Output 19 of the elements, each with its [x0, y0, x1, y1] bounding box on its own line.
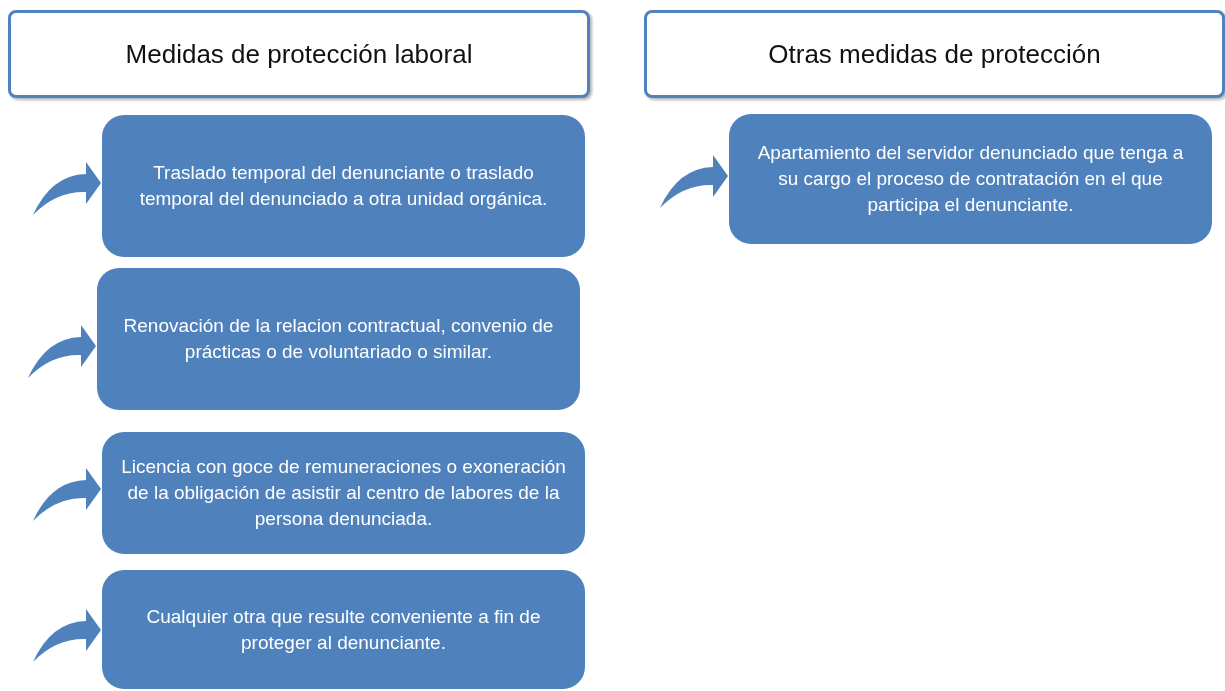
measure-text: Licencia con goce de remuneraciones o exoneración de la obligación de asistir al centro de labores de la persona denunciada. [120, 455, 567, 531]
curved-arrow [33, 468, 101, 521]
curved-arrow [28, 325, 96, 378]
measure-box [97, 268, 580, 410]
heading-box [644, 10, 1225, 98]
measure-box [102, 432, 585, 554]
heading-text: Medidas de protección laboral [125, 37, 473, 71]
measure-box [102, 570, 585, 689]
curved-arrow [660, 155, 728, 208]
curved-arrow [33, 162, 101, 215]
measure-text: Renovación de la relacion contractual, convenio de prácticas o de voluntariado o similar. [122, 314, 555, 364]
measure-text: Traslado temporal del denunciante o traslado temporal del denunciado a otra unidad orgánica. [138, 161, 549, 211]
measure-text: Cualquier otra que resulte conveniente a fin de proteger al denunciante. [145, 604, 542, 655]
curved-arrow [33, 609, 101, 662]
measure-box [729, 114, 1212, 244]
heading-box [8, 10, 590, 98]
heading-text: Otras medidas de protección [768, 37, 1101, 71]
measure-text: Apartamiento del servidor denunciado que tenga a su cargo el proceso de contratación en el que participa el denunciante. [756, 141, 1185, 217]
measure-box [102, 115, 585, 257]
